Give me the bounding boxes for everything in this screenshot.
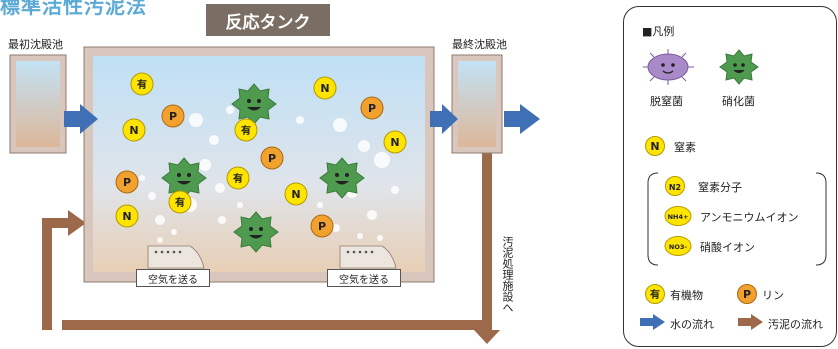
nitrogen-particle-label: N	[129, 124, 138, 137]
nitrifying-bacteria-group	[161, 83, 365, 253]
legend-title: ■凡例	[642, 25, 675, 38]
water-flow-arrows	[64, 104, 540, 134]
phosphorus-particle: P	[360, 96, 384, 120]
nitrogen-particle-label: N	[390, 136, 399, 149]
nitrogen-particle: N	[383, 130, 407, 154]
phosphorus-particle-label: P	[123, 176, 131, 189]
legend-n2-label: 窒素分子	[698, 181, 742, 194]
phosphorus-particle: P	[310, 214, 334, 238]
legend-nitrifying-label: 硝化菌	[722, 95, 755, 108]
first-settling-tank	[9, 54, 67, 154]
nitrogen-particle-label: N	[291, 188, 300, 201]
nitrogen-particle: N	[284, 182, 308, 206]
nitrogen-particle-label: N	[122, 210, 131, 223]
legend-nitrogen-label: 窒素	[674, 141, 696, 154]
organic-particle-label: 有	[175, 196, 185, 209]
reaction-tank-label: 反応タンク	[206, 4, 330, 36]
legend-phosphorus-symbol: P	[743, 288, 751, 301]
sludge-facility-label: 汚泥処理施設へ	[501, 236, 514, 313]
phosphorus-particle: P	[161, 104, 185, 128]
process-diagram: 有 P N 有 P 有 P 有 N N N P N P	[9, 46, 540, 344]
nh4-icon: NH4+	[664, 206, 692, 226]
air-supply-label-left: 空気を送る	[136, 269, 210, 287]
organic-particle: 有	[226, 166, 250, 190]
phosphorus-particle: P	[260, 146, 284, 170]
nitrogen-particle: N	[122, 118, 146, 142]
legend-nh4-symbol: NH4+	[668, 213, 689, 221]
organic-particle: 有	[168, 190, 192, 214]
nitrifying-bacterium	[319, 157, 365, 199]
organic-icon: 有	[645, 284, 665, 304]
nitrogen-forms-bracket	[647, 172, 827, 266]
phosphorus-particle-label: P	[368, 102, 376, 115]
legend-nitrogen-symbol: N	[650, 140, 659, 153]
legend-nh4-label: アンモニウムイオン	[700, 211, 799, 224]
first-settling-tank-label: 最初沈殿池	[8, 38, 63, 51]
organic-particle-label: 有	[233, 172, 243, 185]
denitrifying-bacteria-icon	[643, 49, 694, 85]
nitrogen-particle-label: N	[320, 82, 329, 95]
air-diffuser-right	[339, 245, 397, 269]
legend-sludge-flow-label: 汚泥の流れ	[768, 318, 823, 331]
final-settling-tank	[451, 54, 503, 154]
legend-water-flow-label: 水の流れ	[670, 318, 714, 331]
legend-organic-symbol: 有	[650, 288, 660, 301]
phosphorus-particle-label: P	[268, 152, 276, 165]
n2-icon: N2	[665, 176, 685, 196]
sludge-return-pipe	[42, 152, 500, 344]
no3-icon: NO3-	[664, 236, 692, 256]
organic-particle: 有	[234, 118, 258, 142]
air-diffuser-left	[147, 245, 205, 269]
air-supply-label-right: 空気を送る	[327, 269, 401, 287]
legend-denitrifying-label: 脱窒菌	[650, 95, 683, 108]
phosphorus-particle: P	[115, 170, 139, 194]
organic-particle: 有	[130, 72, 154, 96]
legend-organic-label: 有機物	[670, 289, 703, 302]
nitrogen-icon: N	[645, 136, 665, 156]
legend-no3-label: 硝酸イオン	[700, 241, 755, 254]
nitrifying-bacterium	[233, 211, 279, 253]
legend-box: ■凡例 脱窒菌 硝化菌 N 窒素 N2 窒素分子 NH4+ アンモニウムイオン	[623, 6, 837, 347]
nitrogen-particle: N	[313, 76, 337, 100]
organic-particle-label: 有	[137, 78, 147, 91]
water-flow-arrow-icon	[640, 314, 665, 330]
legend-phosphorus-label: リン	[762, 289, 784, 302]
final-settling-tank-label: 最終沈殿池	[452, 38, 507, 51]
phosphorus-particle-label: P	[169, 110, 177, 123]
nitrifying-bacteria-icon	[719, 49, 759, 85]
page-title: 標準活性汚泥法	[0, 0, 147, 18]
legend-n2-symbol: N2	[669, 183, 681, 192]
sludge-flow-arrow-icon	[738, 314, 763, 330]
legend-no3-symbol: NO3-	[669, 243, 687, 251]
particles-group: 有 P N 有 P 有 P 有 N N N P N P	[115, 72, 407, 238]
phosphorus-particle-label: P	[318, 220, 326, 233]
nitrogen-particle: N	[115, 204, 139, 228]
organic-particle-label: 有	[241, 124, 251, 137]
phosphorus-icon: P	[737, 284, 757, 304]
